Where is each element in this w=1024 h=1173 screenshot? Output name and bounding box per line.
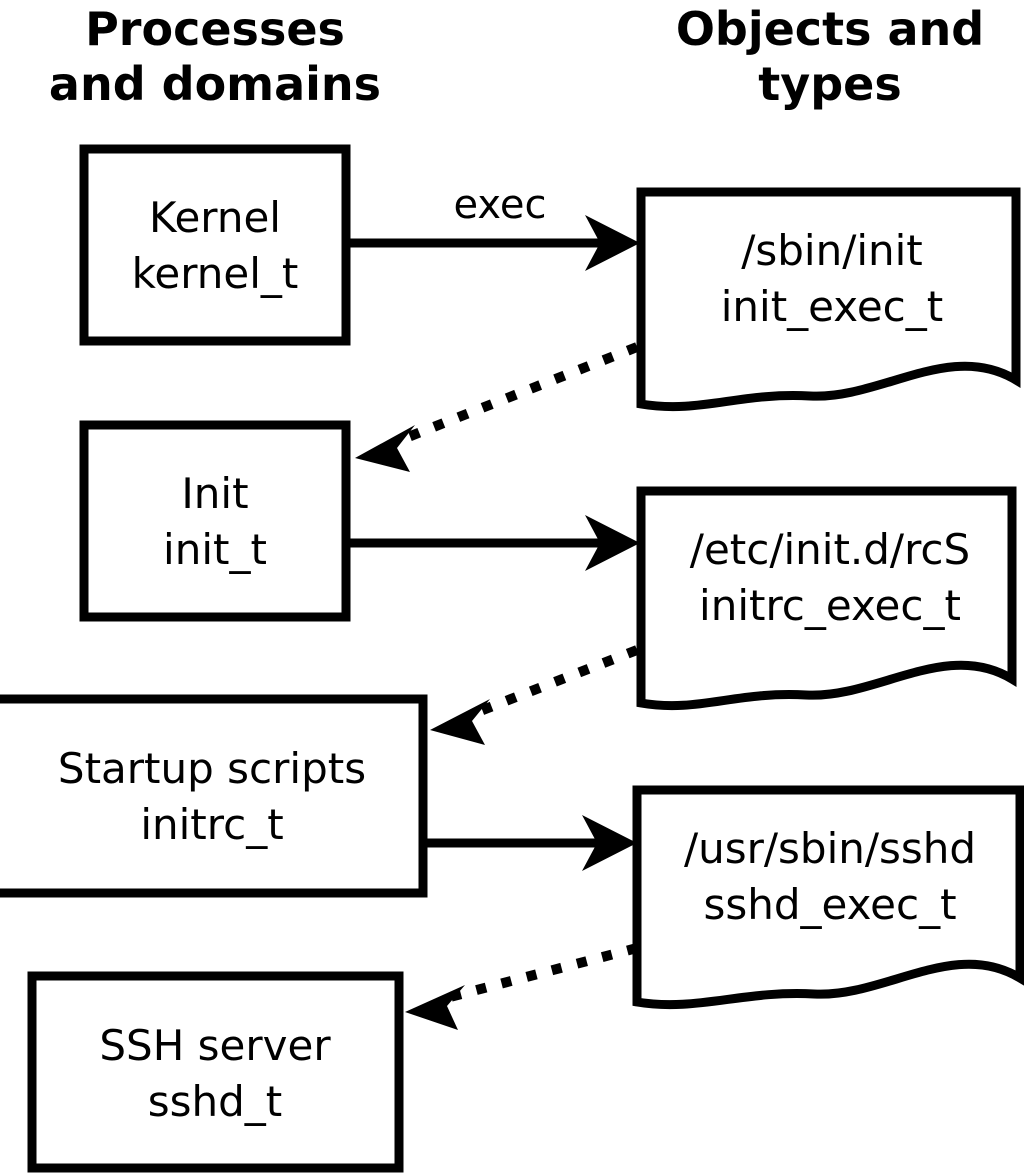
- process-node-startup-scripts-line2: initrc_t: [140, 800, 283, 849]
- process-node-init[interactable]: Init init_t: [79, 420, 351, 622]
- process-node-ssh-server-box: [27, 971, 404, 1173]
- object-node-initrc-exec-line2: initrc_exec_t: [699, 581, 961, 630]
- object-node-initrc-exec[interactable]: /etc/init.d/rcS initrc_exec_t: [636, 486, 1017, 711]
- column-header-objects-line2: types: [758, 57, 901, 111]
- object-node-initrc-exec-line1: /etc/init.d/rcS: [690, 525, 970, 574]
- object-node-init-exec-document-shape: [636, 187, 1021, 412]
- object-node-sshd-exec-document-shape: [632, 785, 1024, 1010]
- edge-label-exec: exec: [454, 182, 547, 228]
- process-node-startup-scripts[interactable]: Startup scripts initrc_t: [0, 694, 428, 898]
- column-header-processes: Processes and domains: [49, 2, 381, 111]
- edge-initrc-exec-sshd-exec: [427, 815, 637, 871]
- object-node-sshd-exec-line2: sshd_exec_t: [703, 880, 956, 929]
- edge-kernel-exec-init-exec: exec: [350, 182, 640, 271]
- column-header-processes-line2: and domains: [49, 57, 381, 111]
- arrow-head-icon: [585, 215, 640, 271]
- process-node-startup-scripts-line1: Startup scripts: [58, 744, 366, 793]
- object-node-sshd-exec-line1: /usr/sbin/sshd: [684, 824, 976, 873]
- process-node-kernel-box: [79, 144, 351, 346]
- object-node-initrc-exec-document-shape: [636, 486, 1017, 711]
- arrow-head-icon: [585, 515, 640, 571]
- process-node-ssh-server-line1: SSH server: [99, 1021, 331, 1070]
- edge-sshd-exec-transition-sshd: [405, 943, 639, 1030]
- column-header-objects-line1: Objects and: [676, 2, 984, 56]
- edge-initrc-exec-transition-initrc: [430, 645, 639, 745]
- process-node-init-line2: init_t: [163, 525, 267, 574]
- column-header-objects: Objects and types: [676, 2, 984, 111]
- edge-init-exec-initrc-exec: [350, 515, 640, 571]
- edge-line: [396, 342, 639, 446]
- arrow-head-icon: [405, 985, 465, 1030]
- arrow-head-icon: [355, 425, 415, 472]
- object-node-init-exec-line1: /sbin/init: [741, 226, 923, 275]
- column-header-processes-line1: Processes: [85, 2, 345, 56]
- process-node-kernel-line2: kernel_t: [132, 249, 299, 298]
- arrow-head-icon: [430, 699, 490, 745]
- object-node-init-exec[interactable]: /sbin/init init_exec_t: [636, 187, 1021, 412]
- process-node-init-box: [79, 420, 351, 622]
- object-node-init-exec-line2: init_exec_t: [721, 282, 944, 331]
- edge-line: [473, 645, 639, 718]
- edge-line: [448, 943, 639, 1002]
- process-node-ssh-server-line2: sshd_t: [148, 1077, 283, 1126]
- object-node-sshd-exec[interactable]: /usr/sbin/sshd sshd_exec_t: [632, 785, 1024, 1010]
- process-node-ssh-server[interactable]: SSH server sshd_t: [27, 971, 404, 1173]
- process-node-init-line1: Init: [181, 469, 248, 518]
- process-node-kernel-line1: Kernel: [149, 193, 281, 242]
- edge-init-exec-transition-init: [355, 342, 639, 472]
- process-node-startup-scripts-box: [0, 694, 428, 898]
- arrow-head-icon: [582, 815, 637, 871]
- process-node-kernel[interactable]: Kernel kernel_t: [79, 144, 351, 346]
